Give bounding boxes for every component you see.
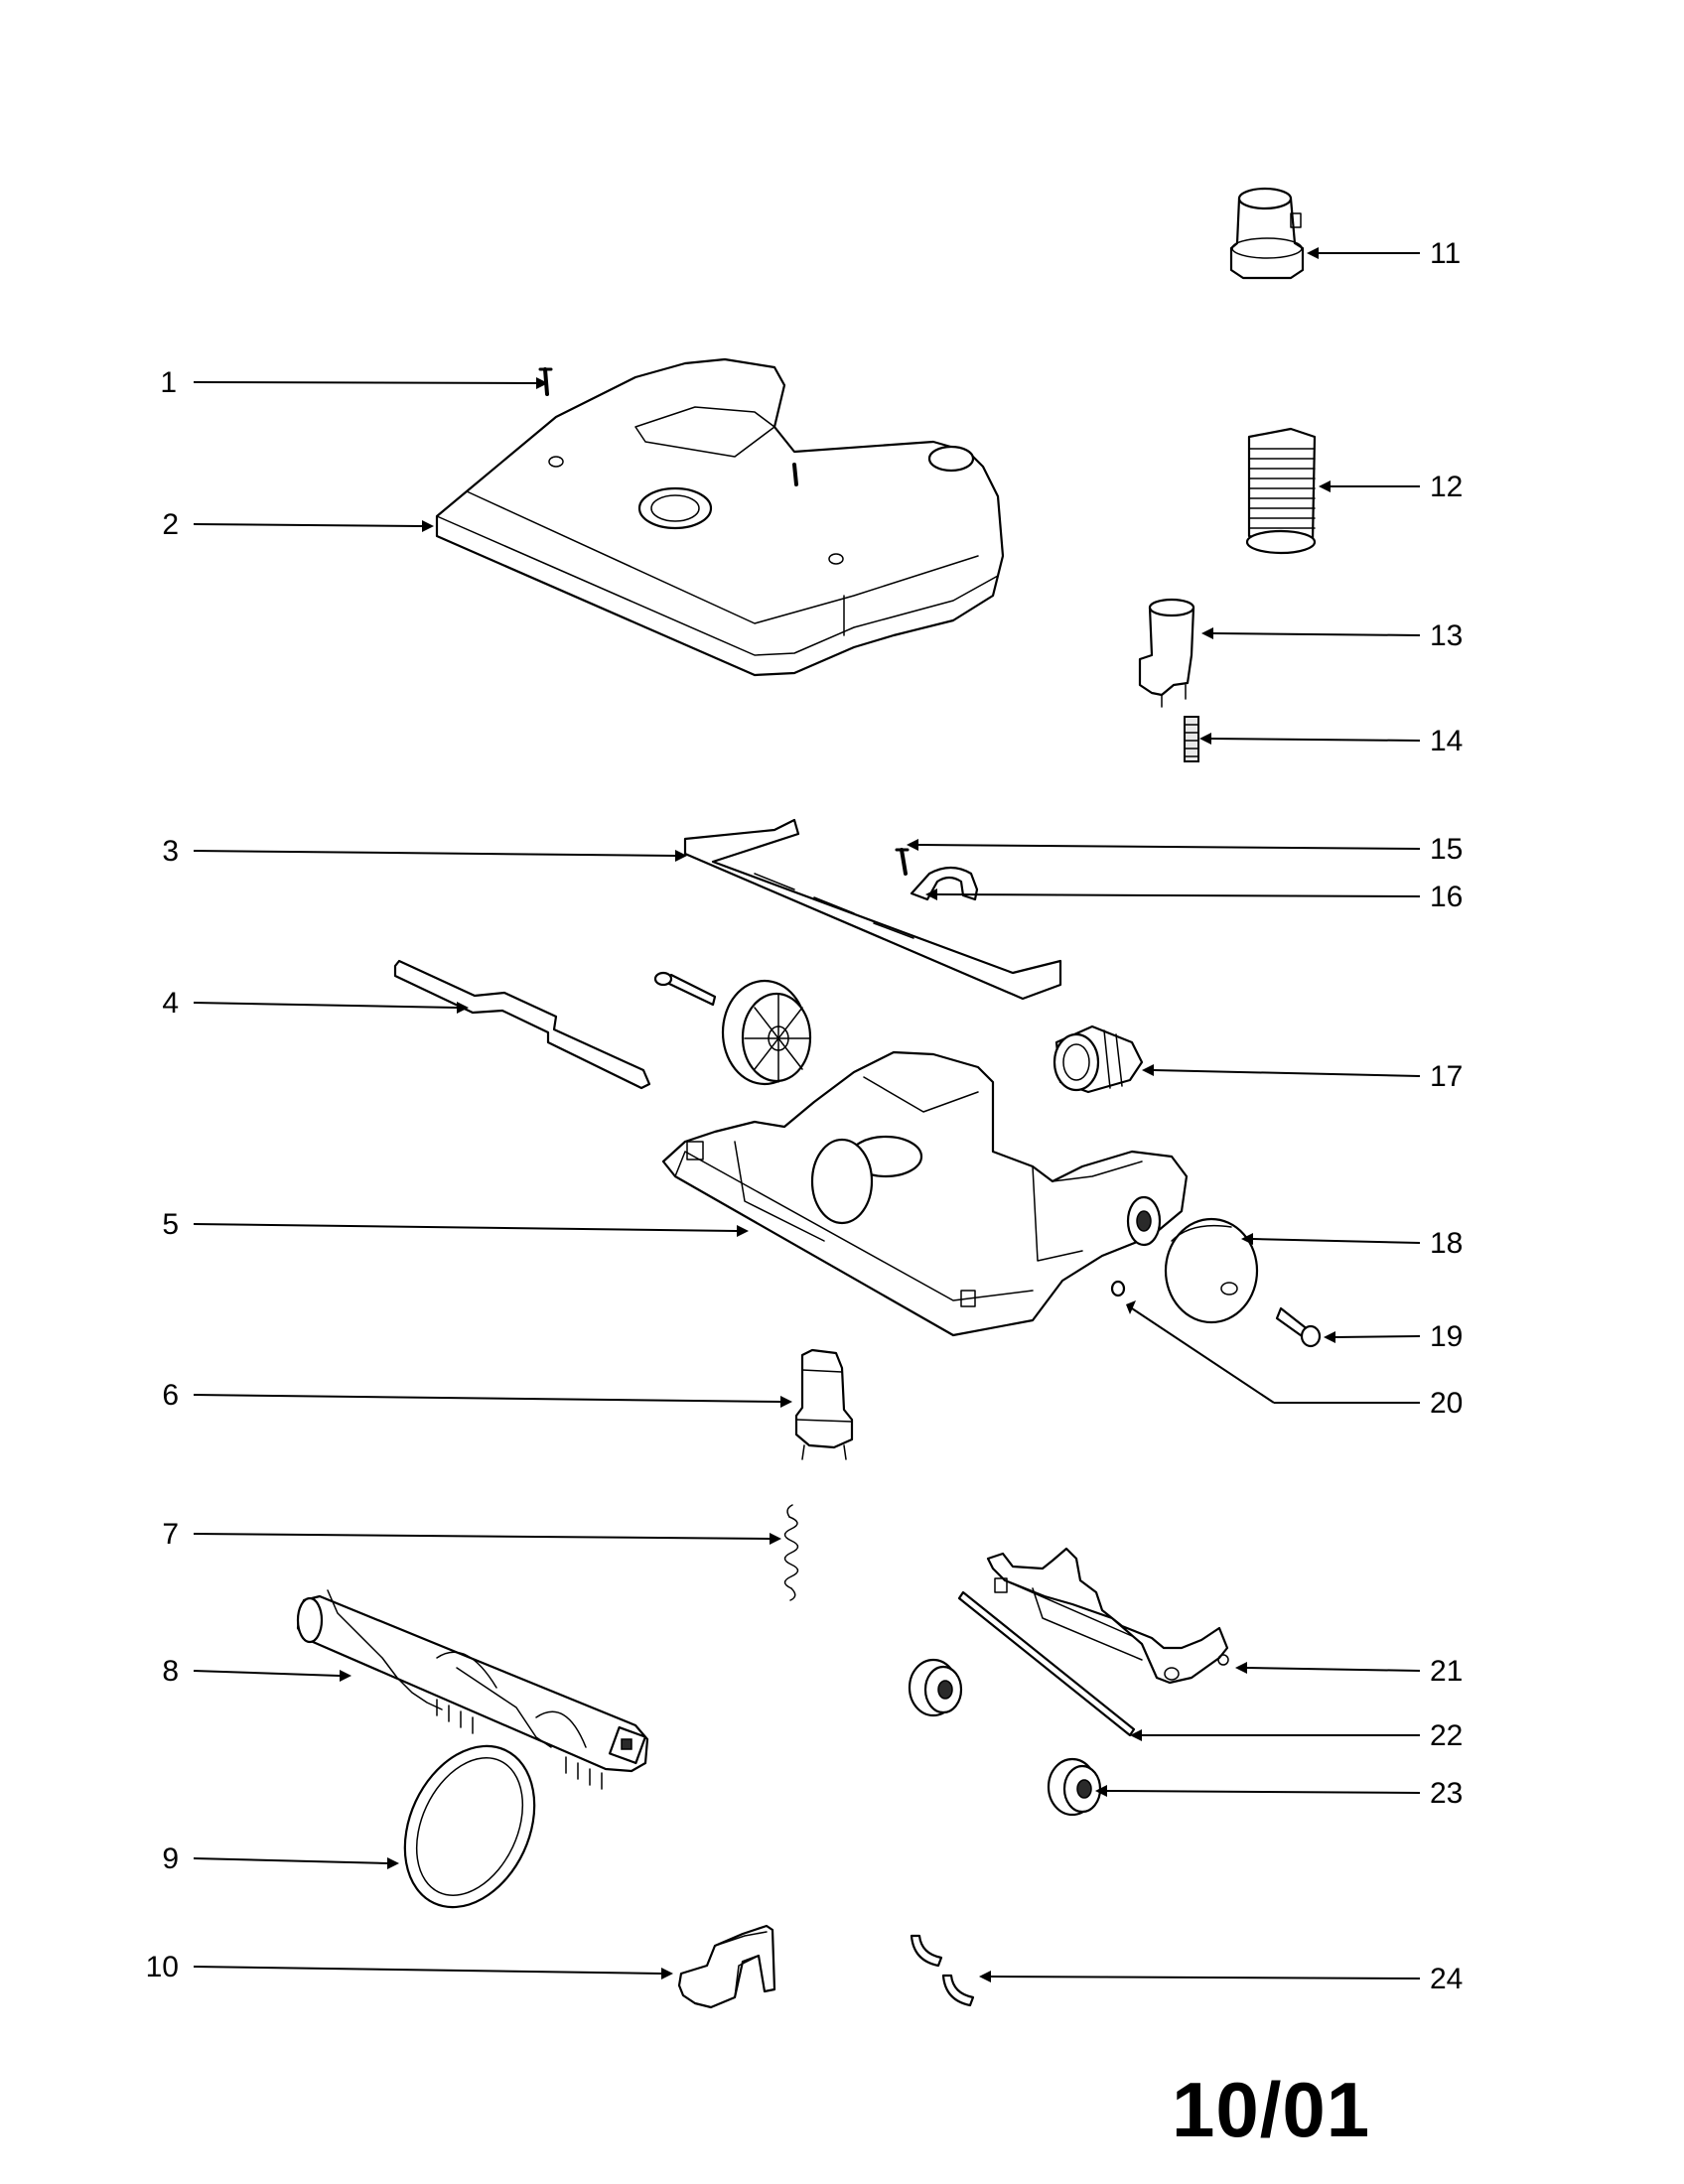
hose-connector-part-11 <box>1229 187 1305 280</box>
callout-17: 17 <box>1430 1060 1463 1093</box>
callout-20: 20 <box>1430 1387 1463 1420</box>
callout-16: 16 <box>1430 881 1463 913</box>
callout-22: 22 <box>1430 1719 1463 1752</box>
nozzle-adapter-part-6 <box>794 1348 854 1460</box>
hose-coupling-part-17 <box>1052 1024 1144 1094</box>
front-wheel-part-23 <box>908 1658 1102 1817</box>
callout-15: 15 <box>1430 833 1463 866</box>
clips-part-24 <box>910 1934 975 2007</box>
wheel-carriage-part-21 <box>986 1547 1229 1685</box>
callout-labels: 1 2 3 4 5 6 7 8 9 10 11 12 13 14 15 16 1… <box>146 237 1464 1995</box>
hose-clamp-part-16 <box>910 866 979 901</box>
brushroll-part-8 <box>296 1589 649 1790</box>
callout-23: 23 <box>1430 1777 1463 1810</box>
switch-part-13 <box>1138 598 1195 708</box>
revision-date: 10/01 <box>1172 2066 1371 2153</box>
guard-strip-part-4 <box>393 959 651 1090</box>
callout-19: 19 <box>1430 1320 1463 1353</box>
callout-3: 3 <box>162 835 179 868</box>
callout-8: 8 <box>162 1655 179 1688</box>
screw-part-1 <box>538 367 553 396</box>
callout-5: 5 <box>162 1208 179 1241</box>
callout-13: 13 <box>1430 619 1463 652</box>
pedal-part-10 <box>677 1924 776 2009</box>
spring-part-7 <box>783 1504 799 1601</box>
belt-part-9 <box>403 1744 536 1909</box>
callout-2: 2 <box>162 508 179 541</box>
callout-4: 4 <box>162 987 179 1020</box>
callout-1: 1 <box>160 366 177 399</box>
callout-21: 21 <box>1430 1655 1463 1688</box>
hose-part-12 <box>1245 427 1317 555</box>
bumper-part-3 <box>683 818 1062 1001</box>
callout-6: 6 <box>162 1379 179 1412</box>
callout-11: 11 <box>1430 237 1461 270</box>
callout-9: 9 <box>162 1843 179 1875</box>
base-housing-part-5 <box>661 1050 1189 1337</box>
leader-lines <box>193 247 1421 1982</box>
hood-cover-part-2 <box>435 357 1005 677</box>
axle-rod-part-22 <box>957 1590 1136 1737</box>
washer-part-20 <box>1110 1280 1126 1297</box>
callout-14: 14 <box>1430 725 1463 757</box>
callout-10: 10 <box>146 1951 179 1983</box>
callout-12: 12 <box>1430 471 1463 503</box>
callout-7: 7 <box>162 1518 179 1551</box>
clamp-screw-part-15 <box>895 848 910 876</box>
rear-wheel-part-18 <box>1164 1217 1259 1324</box>
axle-bolt-part-19 <box>1275 1306 1322 1348</box>
callout-18: 18 <box>1430 1227 1463 1260</box>
switch-spring-part-14 <box>1184 716 1199 762</box>
upper-wheel-assembly <box>653 971 812 1086</box>
callout-24: 24 <box>1430 1963 1463 1995</box>
